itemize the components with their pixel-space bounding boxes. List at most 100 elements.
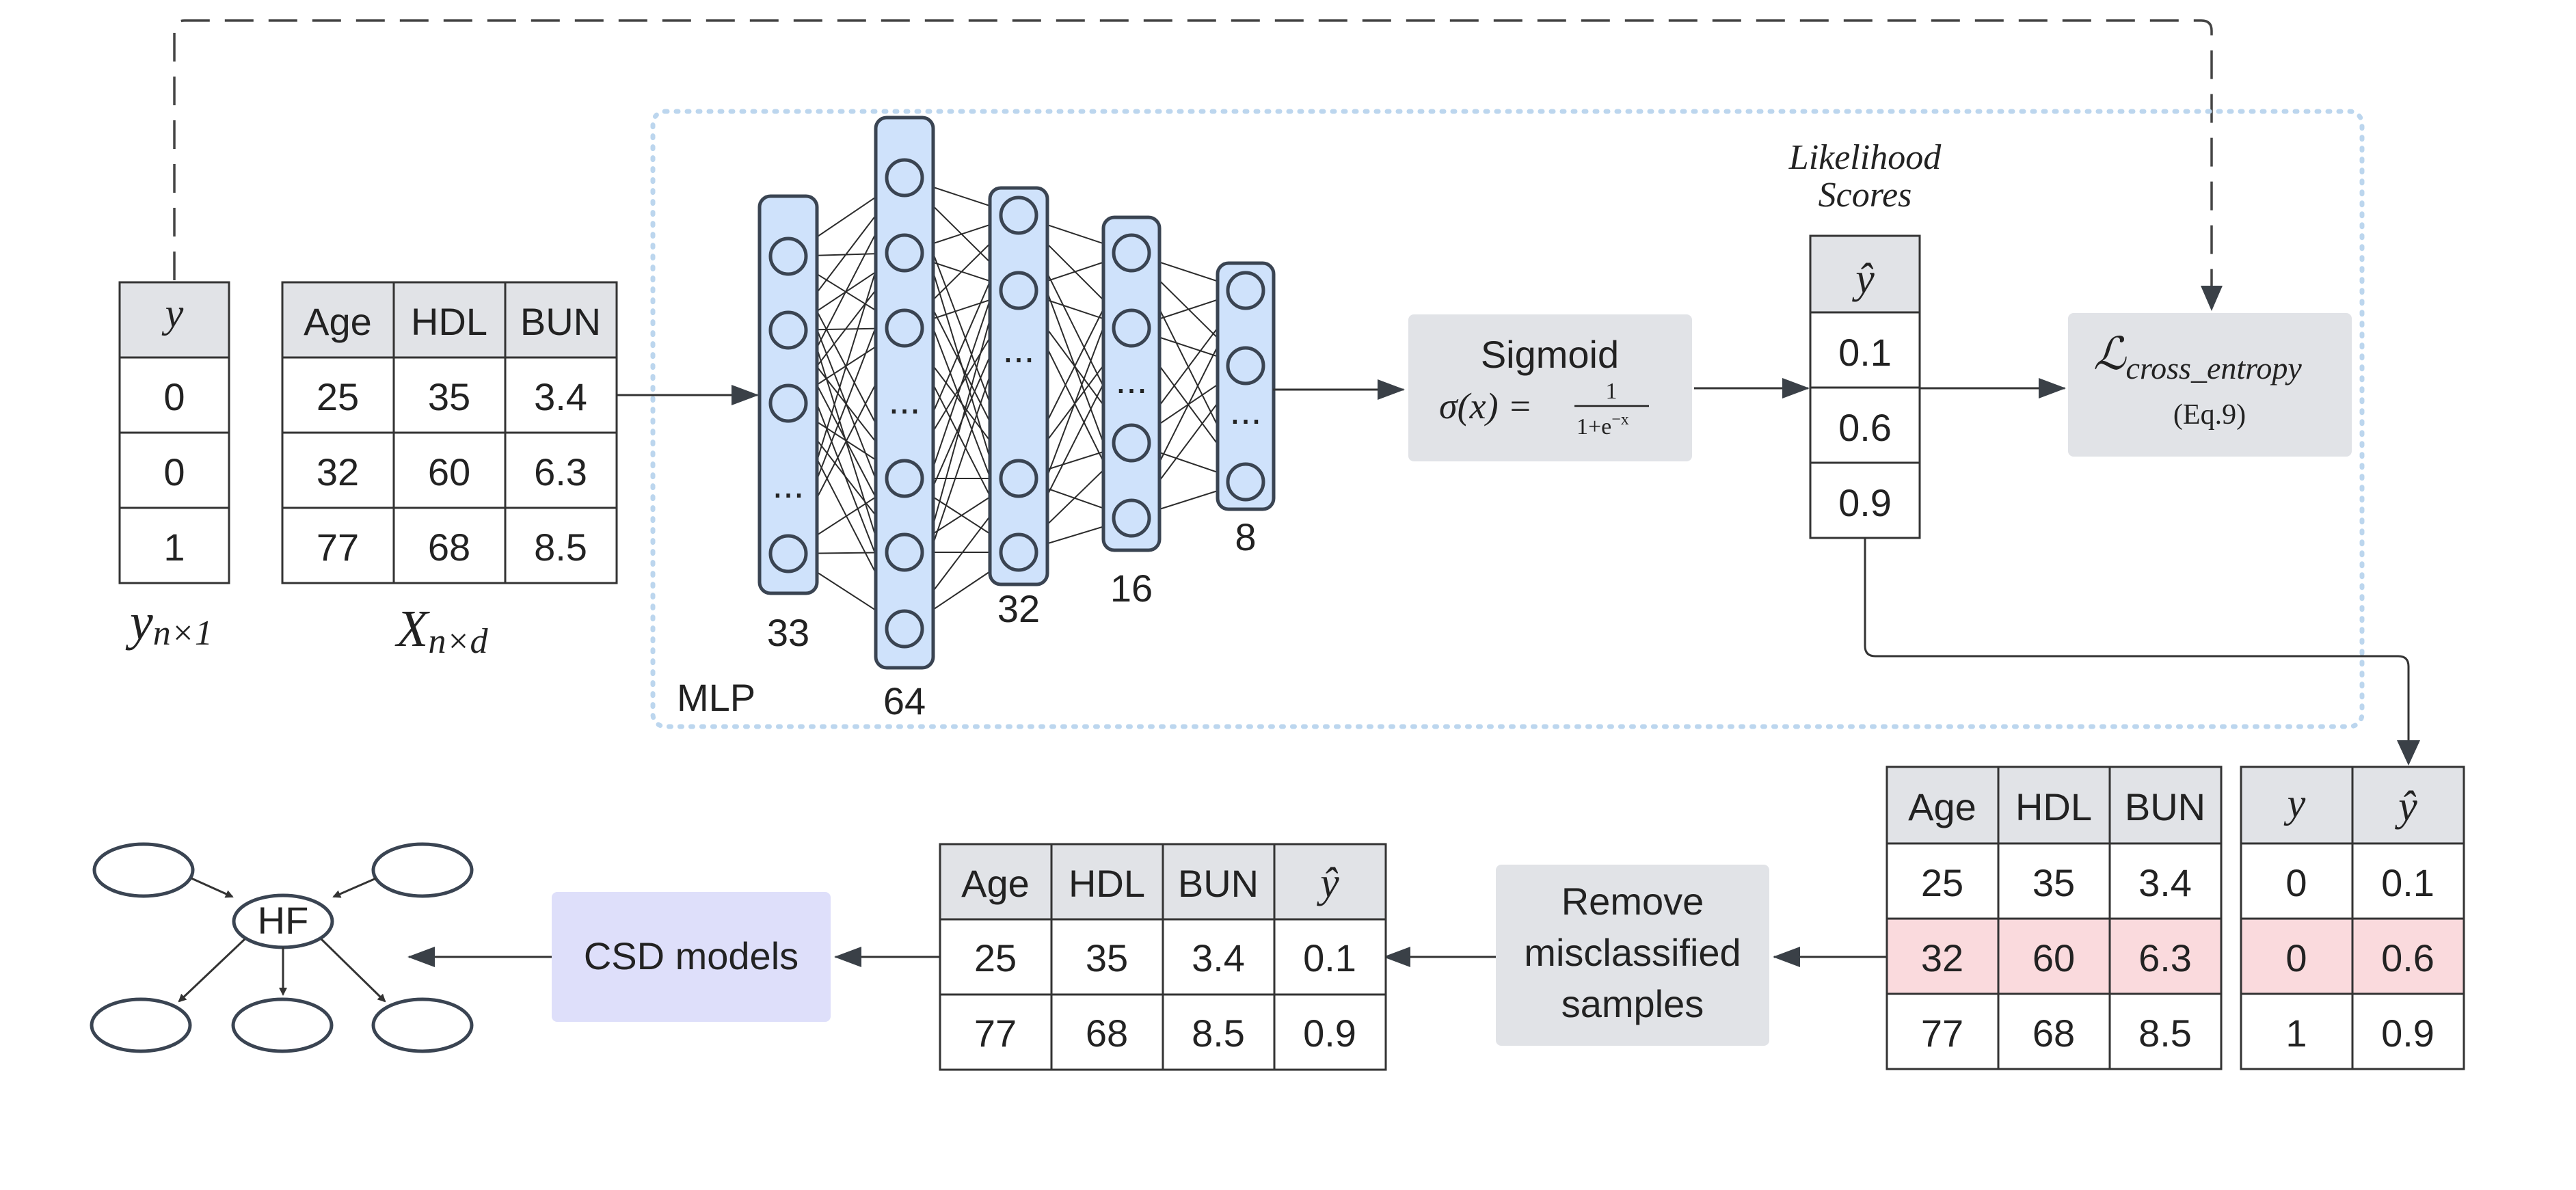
pred-table-cell: 6.3 [2138,936,2192,979]
layer-size-label: 16 [1110,567,1153,610]
remove-box-label: samples [1561,982,1704,1025]
y-table-cell: 0 [163,375,185,418]
nn-neuron [885,609,924,649]
x-table-header: Age [304,300,372,343]
nn-layer [1101,215,1162,552]
yy-table-cell: 1 [2285,1012,2307,1055]
layer-ellipsis: ... [1230,389,1262,432]
graph-node [371,842,474,898]
score-to-filter-connector [1864,538,2410,745]
pred-table-cell: 35 [2032,861,2075,904]
likelihood-cell: 0.9 [1838,481,1892,524]
pred-table-header: Age [1908,785,1976,828]
label-feedback-dashed-line [173,19,2213,308]
nn-neuron [885,308,924,348]
nn-neuron [999,271,1038,310]
y-table-cell: 1 [163,526,185,569]
x-table-caption: Xn×d [394,600,489,661]
likelihood-table: ŷ 0.1 0.6 0.9 [1809,234,1921,539]
x-table-cell: 60 [428,450,470,493]
loss-box: ℒcross_entropy (Eq.9) [2068,313,2352,457]
likelihood-cell: 0.6 [1838,406,1892,449]
graph-node [231,997,334,1053]
pred-table-cell: 8.5 [2138,1012,2192,1055]
pred-table-cell: 25 [1921,861,1963,904]
nn-neuron [1226,346,1265,386]
sigmoid-formula: σ(x) = [1439,386,1533,427]
nn-neuron [885,158,924,198]
pred-table-cell: 68 [2032,1012,2075,1055]
likelihood-cell: 0.1 [1838,331,1892,374]
filtered-table: Age HDL BUN ŷ 25 35 3.4 0.1 77 68 8.5 0.… [939,843,1387,1071]
layer-size-label: 64 [883,679,926,722]
yy-table-header: ŷ [2394,783,2417,830]
yy-table-cell: 0.6 [2381,936,2434,979]
filtered-table-cell: 3.4 [1192,936,1245,979]
loss-reference: (Eq.9) [2173,399,2246,431]
label-prediction-table: y ŷ 0 0.1 0 0.6 1 0.9 [2240,766,2465,1070]
sigmoid-box: Sigmoid σ(x) = 1 1+e−x [1408,314,1692,461]
nn-neuron [999,532,1038,572]
graph-node [92,842,195,898]
layer-size-label: 33 [767,611,809,654]
remove-misclassified-box: Remove misclassified samples [1496,865,1769,1046]
layer-ellipsis: ... [1003,327,1035,370]
nn-layer [988,186,1049,586]
sigmoid-title: Sigmoid [1481,333,1619,376]
filtered-table-cell: 0.1 [1303,936,1356,979]
y-table-caption: yn×1 [125,593,213,653]
feature-table: Age HDL BUN 25 35 3.4 32 60 6.3 77 68 8.… [281,281,618,584]
x-table-cell: 25 [317,375,359,418]
nn-neuron [999,195,1038,235]
pred-table-cell: 77 [1921,1012,1963,1055]
nn-neuron [1112,308,1151,348]
x-table-cell: 68 [428,526,470,569]
yy-table-cell: 0 [2285,861,2307,904]
layer-ellipsis: ... [773,463,805,506]
nn-neuron [1112,498,1151,538]
pred-table-cell: 60 [2032,936,2075,979]
nn-neuron [1226,462,1265,502]
filtered-table-cell: 25 [974,936,1017,979]
x-table-cell: 8.5 [534,526,587,569]
layer-ellipsis: ... [889,379,921,422]
filtered-table-cell: 68 [1086,1012,1128,1055]
x-table-cell: 35 [428,375,470,418]
layer-size-label: 8 [1235,515,1256,558]
nn-layers [757,116,1276,670]
likelihood-header: ŷ [1851,256,1875,302]
causal-graph: HF [90,842,474,1053]
nn-neuron [1112,233,1151,273]
nn-neuron [768,236,808,276]
mlp-container [650,109,2365,729]
remove-box-label: Remove [1561,880,1704,923]
likelihood-title: Likelihood [1788,138,1942,177]
nn-neuron [885,233,924,273]
filtered-table-cell: 35 [1086,936,1128,979]
sigmoid-numerator: 1 [1606,379,1618,404]
x-table-header: BUN [520,300,601,343]
feedback-arrowhead [2201,286,2223,311]
pred-table-header: BUN [2125,785,2205,828]
likelihood-title: Scores [1819,176,1912,215]
graph-edge [178,938,246,1003]
nn-neuron [1226,271,1265,310]
nn-neuron [1112,423,1151,463]
hf-node-label: HF [258,899,309,942]
x-table-cell: 6.3 [534,450,587,493]
sigmoid-denominator: 1+e−x [1577,411,1629,440]
pred-table-cell: 32 [1921,936,1963,979]
graph-node [90,997,192,1053]
graph-node [371,997,474,1053]
filtered-table-header: ŷ [1316,860,1339,906]
nn-layer [1216,261,1276,511]
csd-models-box: CSD models [552,892,831,1022]
loss-formula: ℒcross_entropy [2093,329,2302,386]
csd-label: CSD models [584,934,799,977]
prediction-features-table: Age HDL BUN 25 35 3.4 32 60 6.3 77 68 8.… [1886,766,2223,1070]
nn-neuron [885,459,924,498]
graph-edge [320,938,386,1003]
pred-table-cell: 3.4 [2138,861,2192,904]
x-table-cell: 3.4 [534,375,587,418]
yy-table-cell: 0.1 [2381,861,2434,904]
